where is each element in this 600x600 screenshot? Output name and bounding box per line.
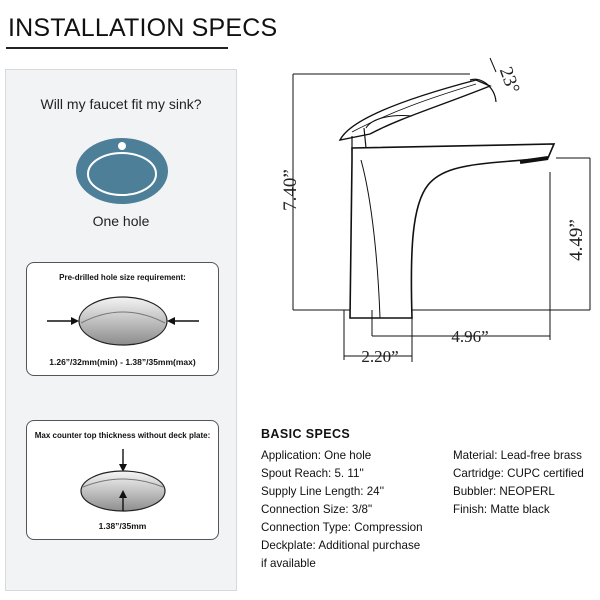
hole-size-card: Pre-drilled hole size requirement: 1.26”…: [26, 262, 219, 376]
fit-guide-panel: Will my faucet fit my sink? One hole Pre…: [5, 69, 237, 591]
basic-specs-title: BASIC SPECS: [261, 427, 351, 441]
spec-supply-line: Supply Line Length: 24'': [261, 485, 385, 498]
faucet-dimension-diagram: 23° 7.40” 4.49” 4.96” 2.20”: [280, 57, 591, 366]
faucet-lever: [338, 79, 492, 141]
one-hole-label: One hole: [92, 213, 150, 229]
spout-height-label: 4.49”: [566, 219, 587, 261]
counter-thickness-value: 1.38”/35mm: [98, 521, 147, 531]
counter-thickness-title: Max counter top thickness without deck p…: [34, 431, 211, 440]
spec-deckplate-note: if available: [261, 557, 316, 570]
counter-diagram-icon: [80, 449, 166, 512]
spec-deckplate: Deckplate: Additional purchase: [261, 539, 421, 552]
angle-label: 23°: [495, 64, 524, 96]
reach-label: 4.96”: [451, 327, 488, 346]
faucet-body: [349, 143, 556, 319]
fit-question: Will my faucet fit my sink?: [40, 96, 202, 112]
spec-spout-reach: Spout Reach: 5. 11'': [261, 467, 364, 480]
spec-material: Material: Lead-free brass: [453, 449, 582, 462]
hole-size-range: 1.26”/32mm(min) - 1.38”/35mm(max): [49, 357, 196, 367]
spec-connection-type: Connection Type: Compression: [261, 521, 423, 534]
spec-bubbler: Bubbler: NEOPERL: [453, 485, 555, 498]
spec-cartridge: Cartridge: CUPC certified: [453, 467, 584, 480]
base-label: 2.20”: [361, 347, 398, 366]
height-label: 7.40”: [280, 169, 301, 211]
hole-diagram-icon: [47, 296, 199, 346]
spec-connection-size: Connection Size: 3/8": [261, 503, 373, 516]
counter-thickness-card: Max counter top thickness without deck p…: [26, 420, 219, 540]
spec-finish: Finish: Matte black: [453, 503, 550, 516]
page-title: INSTALLATION SPECS: [8, 14, 278, 42]
hole-size-title: Pre-drilled hole size requirement:: [59, 273, 186, 282]
title-underline: [6, 47, 228, 49]
oval-sink-icon: [76, 138, 168, 204]
spec-application: Application: One hole: [261, 449, 372, 462]
